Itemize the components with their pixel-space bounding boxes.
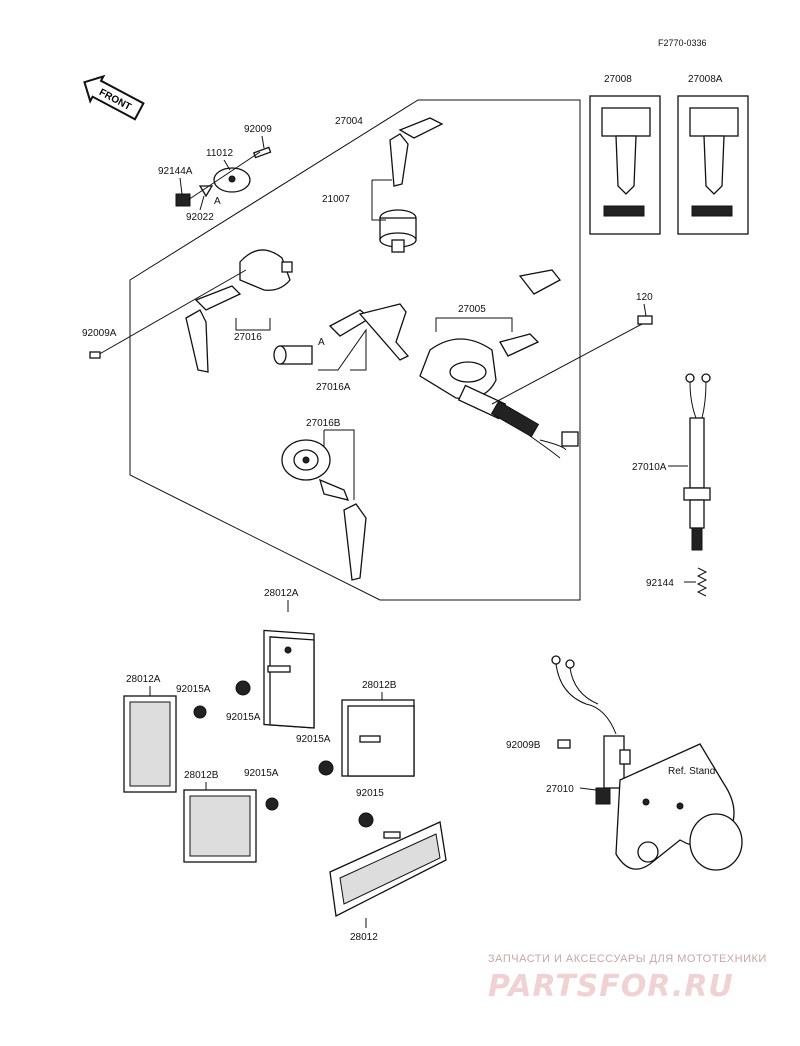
watermark-logo: PARTSFOR.RU bbox=[488, 969, 734, 1004]
label-27004: 27004 bbox=[335, 116, 363, 127]
screw-92009B bbox=[557, 739, 571, 749]
marker-a2: A bbox=[318, 337, 325, 348]
key-card-27008A bbox=[677, 95, 749, 235]
leader-92009 bbox=[261, 135, 265, 149]
label-92015A-2: 92015A bbox=[226, 712, 261, 723]
spring-92144 bbox=[696, 567, 708, 597]
label-92015A-1: 92015A bbox=[176, 684, 211, 695]
leader-27010 bbox=[579, 787, 597, 791]
bracket-27016B bbox=[324, 429, 355, 500]
screw-92009A bbox=[89, 351, 101, 359]
reflector-28012B-right bbox=[341, 699, 415, 777]
leader-11012 bbox=[223, 159, 231, 171]
label-28012: 28012 bbox=[350, 932, 378, 943]
leader-92022 bbox=[199, 195, 205, 211]
label-27016: 27016 bbox=[234, 332, 262, 343]
label-120: 120 bbox=[636, 292, 653, 303]
front-arrow: FRONT bbox=[83, 74, 145, 121]
label-92015A-3: 92015A bbox=[296, 734, 331, 745]
bracket-21007 bbox=[371, 180, 386, 221]
key-set-21007 bbox=[379, 117, 444, 253]
label-27016A: 27016A bbox=[316, 382, 351, 393]
nut-92015A-3 bbox=[318, 760, 334, 776]
switch-27010A bbox=[683, 373, 711, 551]
figure-code: F2770-0336 bbox=[658, 38, 707, 48]
reflector-28012B-left bbox=[183, 789, 257, 863]
label-92144: 92144 bbox=[646, 578, 674, 589]
leader-120 bbox=[643, 303, 647, 317]
lock-27016A: A bbox=[273, 303, 410, 365]
cap-assembly bbox=[175, 146, 272, 207]
leader-screw-120 bbox=[491, 323, 643, 405]
label-92009B: 92009B bbox=[506, 740, 541, 751]
label-27010: 27010 bbox=[546, 784, 574, 795]
label-28012B-right: 28012B bbox=[362, 680, 397, 691]
label-ref-stand: Ref. Stand bbox=[668, 766, 715, 777]
label-21007: 21007 bbox=[322, 194, 350, 205]
label-27005: 27005 bbox=[458, 304, 486, 315]
bracket-27005 bbox=[435, 317, 513, 332]
label-27008A: 27008A bbox=[688, 74, 723, 85]
label-28012B-left: 28012B bbox=[184, 770, 219, 781]
label-27010A: 27010A bbox=[632, 462, 667, 473]
side-stand-reference bbox=[615, 743, 743, 871]
label-28012A-top: 28012A bbox=[264, 588, 299, 599]
marker-a1: A bbox=[214, 196, 221, 207]
label-92015A-4: 92015A bbox=[244, 768, 279, 779]
screw-120 bbox=[637, 315, 653, 325]
label-92022: 92022 bbox=[186, 212, 214, 223]
label-11012: 11012 bbox=[206, 148, 234, 159]
bracket-27016A bbox=[318, 328, 367, 371]
kit-boundary bbox=[129, 99, 581, 601]
nut-92015 bbox=[358, 812, 374, 828]
watermark-tagline: ЗАПЧАСТИ И АКСЕССУАРЫ ДЛЯ МОТОТЕХНИКИ bbox=[488, 953, 767, 965]
reflector-28012A-top bbox=[263, 629, 315, 729]
label-27016B: 27016B bbox=[306, 418, 341, 429]
nut-92015A-4 bbox=[265, 797, 279, 811]
label-27008: 27008 bbox=[604, 74, 632, 85]
label-92144A: 92144A bbox=[158, 166, 193, 177]
label-28012A-left: 28012A bbox=[126, 674, 161, 685]
lock-27016B bbox=[281, 439, 367, 581]
bracket-27016 bbox=[235, 318, 271, 331]
label-92009A: 92009A bbox=[82, 328, 117, 339]
ignition-switch-27005 bbox=[419, 269, 579, 459]
reflector-28012 bbox=[329, 821, 447, 917]
key-card-27008 bbox=[589, 95, 661, 235]
reflector-28012A-left bbox=[123, 695, 177, 793]
leader-92009A bbox=[95, 269, 247, 357]
nut-92015A-1 bbox=[193, 705, 207, 719]
leader-92144A bbox=[179, 177, 183, 195]
label-92015: 92015 bbox=[356, 788, 384, 799]
label-92009: 92009 bbox=[244, 124, 272, 135]
stand-switch-27010 bbox=[551, 655, 631, 805]
lock-27016 bbox=[185, 249, 293, 373]
nut-92015A-2 bbox=[235, 680, 251, 696]
